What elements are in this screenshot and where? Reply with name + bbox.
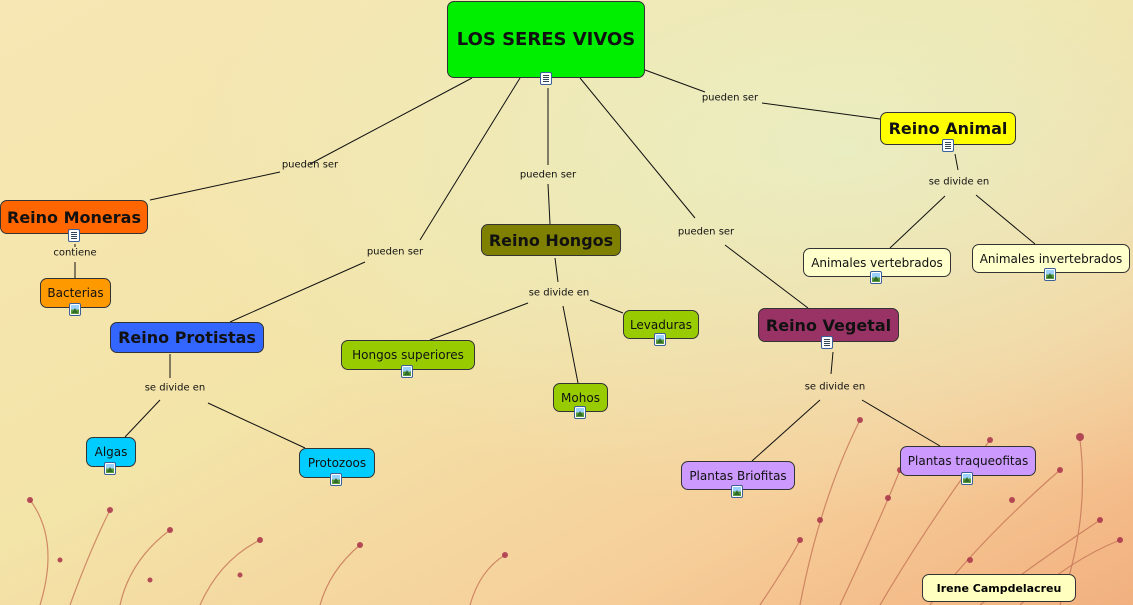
node-reino-animal[interactable]: Reino Animal <box>880 112 1016 145</box>
link-label-se-divide-en: se divide en <box>144 382 206 394</box>
link-label-pueden-ser: pueden ser <box>366 246 424 258</box>
image-icon[interactable] <box>654 333 666 346</box>
image-icon[interactable] <box>401 365 413 378</box>
node-reino-hongos[interactable]: Reino Hongos <box>481 224 621 256</box>
link-label-pueden-ser: pueden ser <box>701 92 759 104</box>
image-icon[interactable] <box>330 473 342 486</box>
link-label-pueden-ser: pueden ser <box>519 169 577 181</box>
document-icon[interactable] <box>942 139 954 152</box>
link-label-pueden-ser: pueden ser <box>677 226 735 238</box>
document-icon[interactable] <box>540 72 552 85</box>
image-icon[interactable] <box>574 406 586 419</box>
document-icon[interactable] <box>821 336 833 349</box>
node-root[interactable]: LOS SERES VIVOS <box>447 1 645 78</box>
link-label-pueden-ser: pueden ser <box>281 159 339 171</box>
link-label-se-divide-en: se divide en <box>804 381 866 393</box>
link-label-contiene: contiene <box>53 247 97 259</box>
node-plantas-traqueofitas[interactable]: Plantas traqueofitas <box>900 446 1036 476</box>
image-icon[interactable] <box>731 485 743 498</box>
image-icon[interactable] <box>1044 268 1056 281</box>
image-icon[interactable] <box>104 462 116 475</box>
node-levaduras[interactable]: Levaduras <box>623 310 699 339</box>
node-protozoos[interactable]: Protozoos <box>299 448 375 478</box>
link-label-se-divide-en: se divide en <box>928 176 990 188</box>
node-reino-moneras[interactable]: Reino Moneras <box>0 200 148 234</box>
image-icon[interactable] <box>961 472 973 485</box>
node-reino-protistas[interactable]: Reino Protistas <box>110 322 264 353</box>
image-icon[interactable] <box>69 303 81 316</box>
image-icon[interactable] <box>870 271 882 284</box>
node-algas[interactable]: Algas <box>86 437 136 467</box>
link-label-se-divide-en: se divide en <box>528 287 590 299</box>
document-icon[interactable] <box>68 229 80 242</box>
author-label: Irene Campdelacreu <box>922 574 1076 602</box>
